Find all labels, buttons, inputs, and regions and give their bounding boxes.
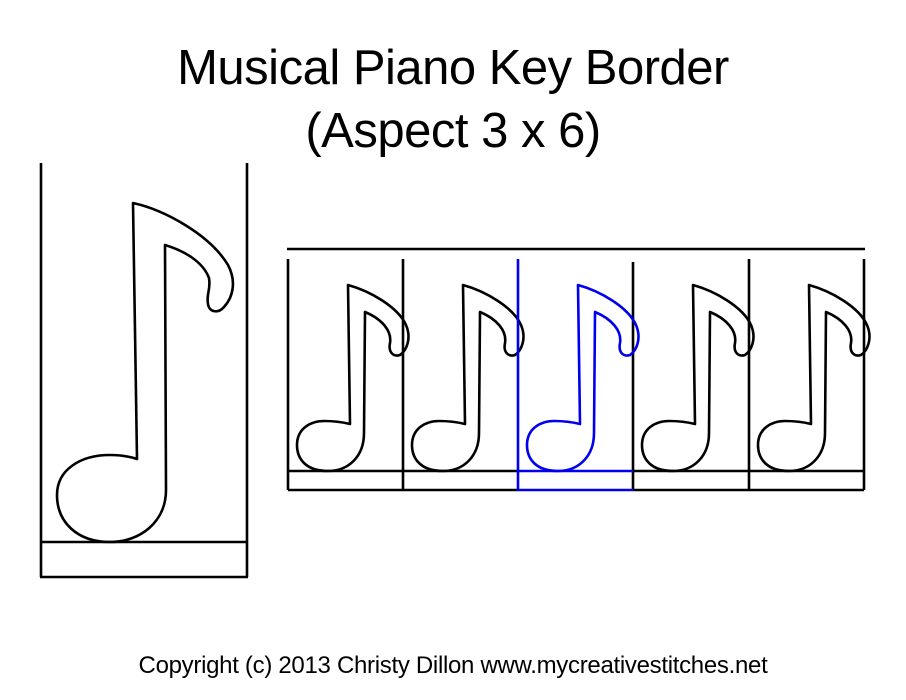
border-notes: [295, 283, 871, 473]
copyright-footer: Copyright (c) 2013 Christy Dillon www.my…: [138, 652, 768, 679]
eighth-note-icon: [756, 283, 871, 473]
eighth-note-icon: [410, 283, 525, 473]
eighth-note-icon: [640, 283, 755, 473]
single-block: [39, 163, 249, 579]
title-line-1: Musical Piano Key Border: [177, 41, 729, 95]
eighth-note-icon: [525, 283, 640, 473]
border-row: [286, 247, 866, 492]
title-line-2: (Aspect 3 x 6): [305, 104, 601, 158]
highlighted-block: [516, 259, 640, 492]
eighth-note-icon: [295, 283, 410, 473]
eighth-note-icon: [55, 201, 235, 544]
